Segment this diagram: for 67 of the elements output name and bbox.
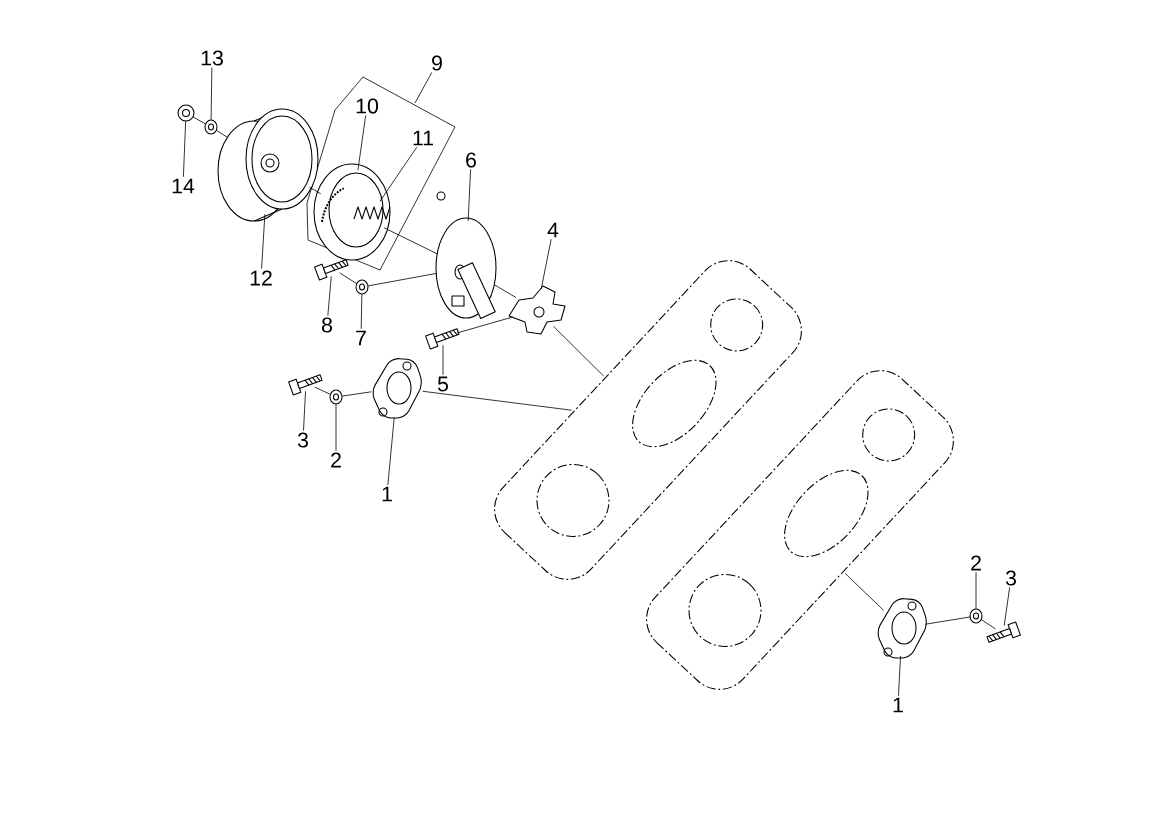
leader-line <box>327 276 332 316</box>
leader-line <box>1003 587 1011 626</box>
leader-line <box>183 120 187 178</box>
assembly-line <box>422 390 572 411</box>
callout-number: 3 <box>297 432 308 448</box>
leader-line <box>210 67 213 121</box>
assembly-line <box>192 116 207 125</box>
assembly-line <box>383 227 438 255</box>
clutch-shoe-drawing <box>313 163 391 261</box>
cover-drawing <box>372 358 422 419</box>
leader-line <box>360 293 363 330</box>
bolt-drawing <box>425 328 460 350</box>
callout-number: 7 <box>356 330 366 346</box>
callout-number: 9 <box>432 55 442 71</box>
leader-line <box>975 571 977 610</box>
leader-line <box>540 238 552 290</box>
callout-number: 2 <box>971 555 981 571</box>
assembly-line <box>341 391 372 397</box>
leader-line <box>379 146 418 202</box>
callout-number: 5 <box>437 376 449 392</box>
callout-number: 3 <box>1005 570 1016 586</box>
leader-line <box>467 169 471 222</box>
leader-line <box>303 390 306 431</box>
callout-number: 10 <box>356 98 378 114</box>
leader-line <box>442 344 444 376</box>
callout-number: 1 <box>893 697 903 713</box>
callout-number: 14 <box>172 178 195 194</box>
assembly-line <box>925 616 971 625</box>
leader-line <box>357 115 367 171</box>
clutch-drum-drawing <box>217 108 319 222</box>
cover-drawing <box>877 598 927 659</box>
assembly-line <box>215 129 228 138</box>
holder-drawing <box>508 285 566 335</box>
assembly-line <box>553 325 604 377</box>
leader-line <box>414 72 433 104</box>
callout-number: 12 <box>250 270 272 286</box>
callout-number: 4 <box>547 222 559 238</box>
callout-number: 1 <box>382 486 392 502</box>
spring-drawing <box>353 206 391 220</box>
assembly-line <box>980 619 996 630</box>
assembly-line <box>339 272 358 285</box>
callout-number: 13 <box>201 50 223 66</box>
callout-number: 2 <box>331 452 341 468</box>
bolt-drawing <box>314 259 349 281</box>
assembly-line <box>309 186 322 195</box>
crankcase-drawing <box>688 408 916 647</box>
bolt-drawing <box>986 621 1021 643</box>
crankcase-drawing <box>536 298 764 537</box>
bolt-drawing <box>288 374 323 396</box>
washer-drawing <box>204 119 218 135</box>
assembly-line <box>456 316 513 334</box>
washer-drawing <box>969 608 983 624</box>
leader-line <box>335 403 337 452</box>
nut-drawing <box>177 104 195 122</box>
assembly-line <box>493 284 517 298</box>
callout-number: 6 <box>466 152 476 168</box>
assembly-line <box>314 386 331 395</box>
leader-line <box>261 213 266 270</box>
leader-line <box>898 655 901 697</box>
callout-number: 8 <box>322 317 332 333</box>
callout-number: 11 <box>413 130 434 146</box>
leader-line <box>387 417 395 486</box>
assembly-line <box>367 273 437 287</box>
washer-drawing <box>355 279 369 295</box>
washer-drawing <box>329 389 343 405</box>
assembly-line <box>844 572 884 611</box>
plate-drawing <box>435 191 497 320</box>
